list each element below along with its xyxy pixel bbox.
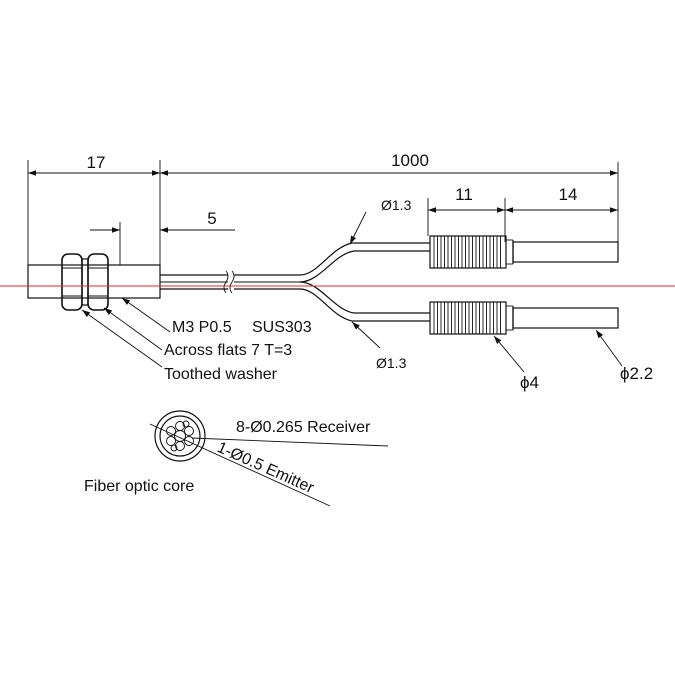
extension-lines (27, 160, 619, 286)
dim-body-length: 17 (87, 153, 106, 172)
leader-lines (81, 211, 623, 373)
connector-top (429, 235, 619, 269)
dim-tip-length: 14 (559, 185, 578, 204)
label-fiber-dia-top: Ø1.3 (381, 197, 412, 213)
label-tip-dia: ϕ2.2 (620, 364, 653, 383)
hex-nut-rear (87, 253, 109, 311)
core-inner (159, 415, 201, 457)
dim-thread-offset: 5 (207, 209, 216, 228)
hex-nut-front (61, 253, 83, 311)
label-thread-spec: M3 P0.5 (172, 319, 232, 336)
label-fiber-dia-bottom: Ø1.3 (376, 355, 407, 371)
dimension-lines (28, 170, 618, 233)
fiber-cable (160, 242, 430, 322)
sensor-barrel (27, 264, 161, 299)
label-across-flats: Across flats 7 T=3 (164, 342, 292, 359)
label-fiber-core: Fiber optic core (84, 478, 194, 495)
label-material: SUS303 (252, 319, 312, 336)
connector-bottom (429, 301, 619, 335)
label-receiver: 8-Ø0.265 Receiver (236, 419, 371, 436)
sensor-head (27, 253, 161, 311)
tip-bottom (512, 307, 619, 329)
label-sleeve-dia: ϕ4 (520, 373, 539, 392)
label-washer: Toothed washer (164, 366, 278, 383)
core-outline (154, 410, 206, 462)
sleeve-bottom (429, 301, 507, 335)
dim-sleeve-length: 11 (455, 185, 473, 204)
fiber-core-section (149, 410, 389, 507)
label-emitter: 1-Ø0.5 Emitter (214, 439, 317, 497)
tip-top (512, 241, 619, 263)
sleeve-top (429, 235, 507, 269)
dim-total-length: 1000 (391, 151, 429, 170)
dimension-texts: 17 1000 5 11 14 (87, 151, 578, 228)
